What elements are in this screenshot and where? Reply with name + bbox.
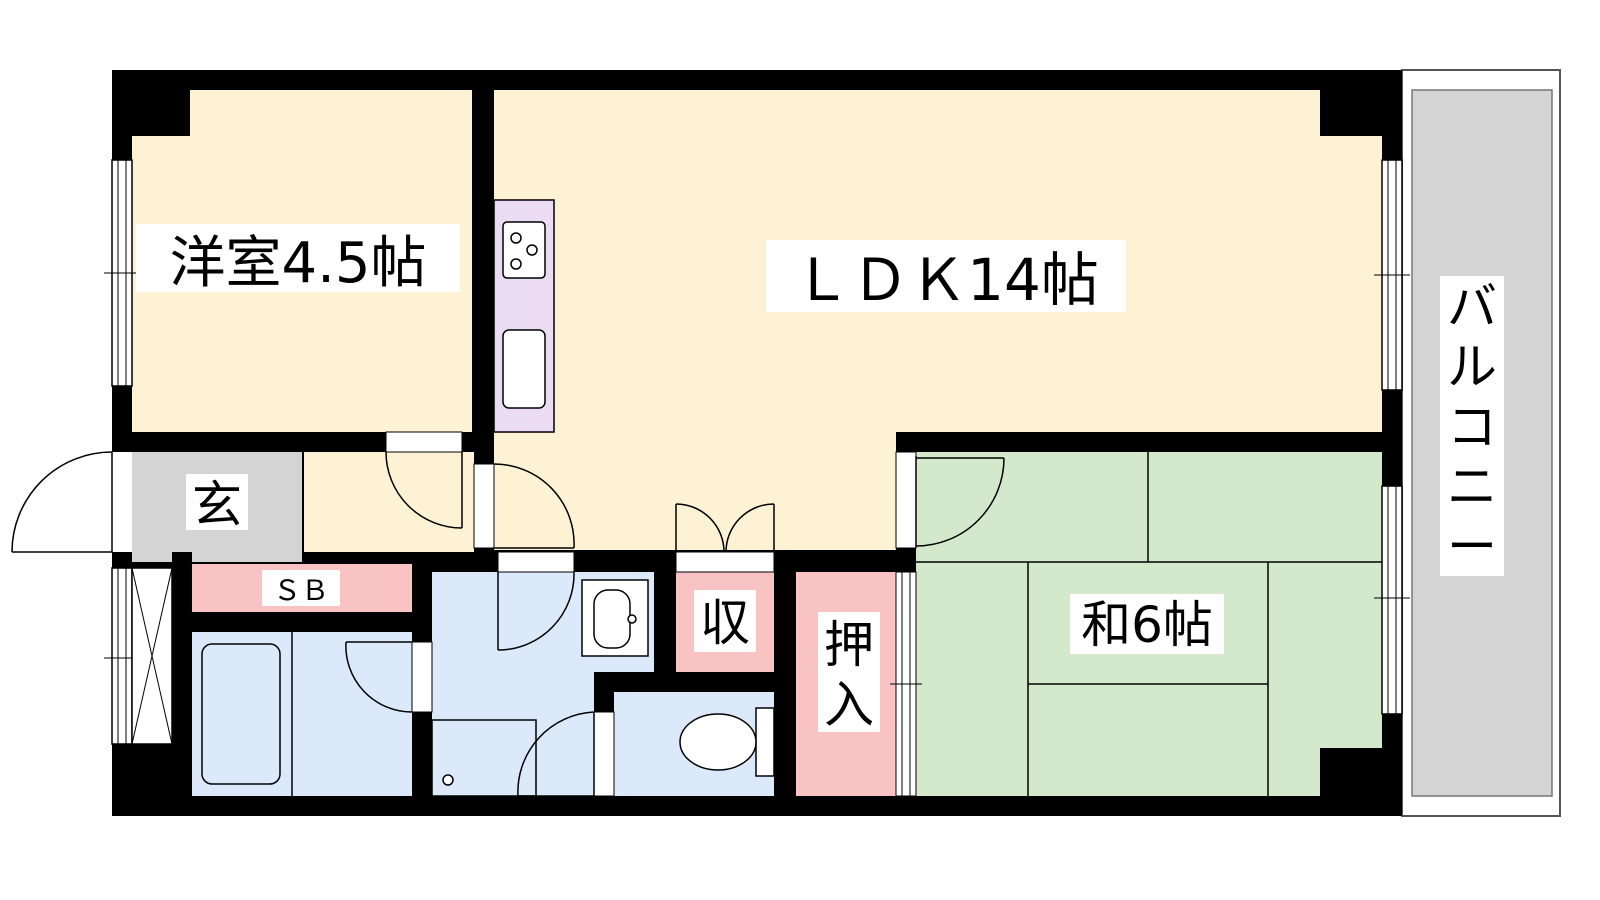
- door-toilet: [517, 711, 615, 797]
- ldk-label: ＬＤＫ14帖: [793, 246, 1099, 314]
- door-bath: [345, 641, 433, 713]
- shoe-box-label: ＳＢ: [273, 574, 329, 607]
- balcony-label-bg: [1440, 276, 1504, 576]
- kitchen-counter: [493, 199, 555, 433]
- door-western-room: [385, 431, 463, 529]
- door-ldk: [473, 463, 575, 549]
- balcony-label-5: ー: [1447, 518, 1497, 576]
- drain-icon: [442, 774, 454, 786]
- toilet-icon: [679, 707, 775, 777]
- sink-icon: [502, 329, 546, 409]
- pillar-western-top-left: [132, 90, 190, 136]
- japanese-label-bg: [1070, 594, 1224, 654]
- entrance-label-bg: [186, 474, 248, 530]
- balcony-label-4: ニ: [1447, 458, 1497, 516]
- ldk-floor-lower: [494, 432, 896, 550]
- japanese-room-label: 和6帖: [1081, 596, 1213, 654]
- bathtub-icon: [201, 643, 281, 785]
- entrance-door: [11, 451, 132, 553]
- closet-label-bg: [818, 612, 880, 732]
- window-east-1: [1374, 159, 1410, 391]
- balcony-label-1: バ: [1447, 278, 1497, 336]
- window-bath-shutter: [131, 567, 173, 745]
- pillar-bottom-right: [1320, 748, 1382, 796]
- closet-label-bottom: 入: [824, 676, 874, 734]
- balcony-label-2: ル: [1447, 338, 1497, 396]
- wall-segment-sb: [172, 552, 192, 796]
- door-washroom: [497, 551, 575, 651]
- sb-label-bg: [262, 570, 340, 606]
- entrance-label: 玄: [192, 476, 242, 534]
- washing-machine-area: [431, 719, 537, 797]
- closet-label-top: 押: [824, 616, 874, 674]
- wall-toilet-top: [594, 672, 784, 692]
- bath-floor: [192, 632, 412, 796]
- window-east-2: [1374, 485, 1410, 715]
- western-label-bg: [136, 224, 460, 292]
- window-west-2: [104, 567, 140, 745]
- western-room-label: 洋室4.5帖: [169, 231, 426, 296]
- ldk-label-bg: [766, 240, 1126, 312]
- door-closet-sliding: [890, 571, 922, 797]
- storage-label-bg: [694, 590, 756, 652]
- stove-icon: [502, 221, 546, 279]
- tatami-grid: [916, 452, 1382, 796]
- door-storage: [675, 503, 775, 573]
- pillar-ldk-top-right: [1320, 90, 1382, 136]
- washbasin-icon: [581, 579, 649, 657]
- storage-label: 収: [700, 594, 750, 652]
- hallway-floor: [304, 452, 474, 552]
- door-japanese-room: [895, 451, 1005, 549]
- balcony-label-3: コ: [1447, 398, 1497, 456]
- window-west-1: [104, 159, 140, 387]
